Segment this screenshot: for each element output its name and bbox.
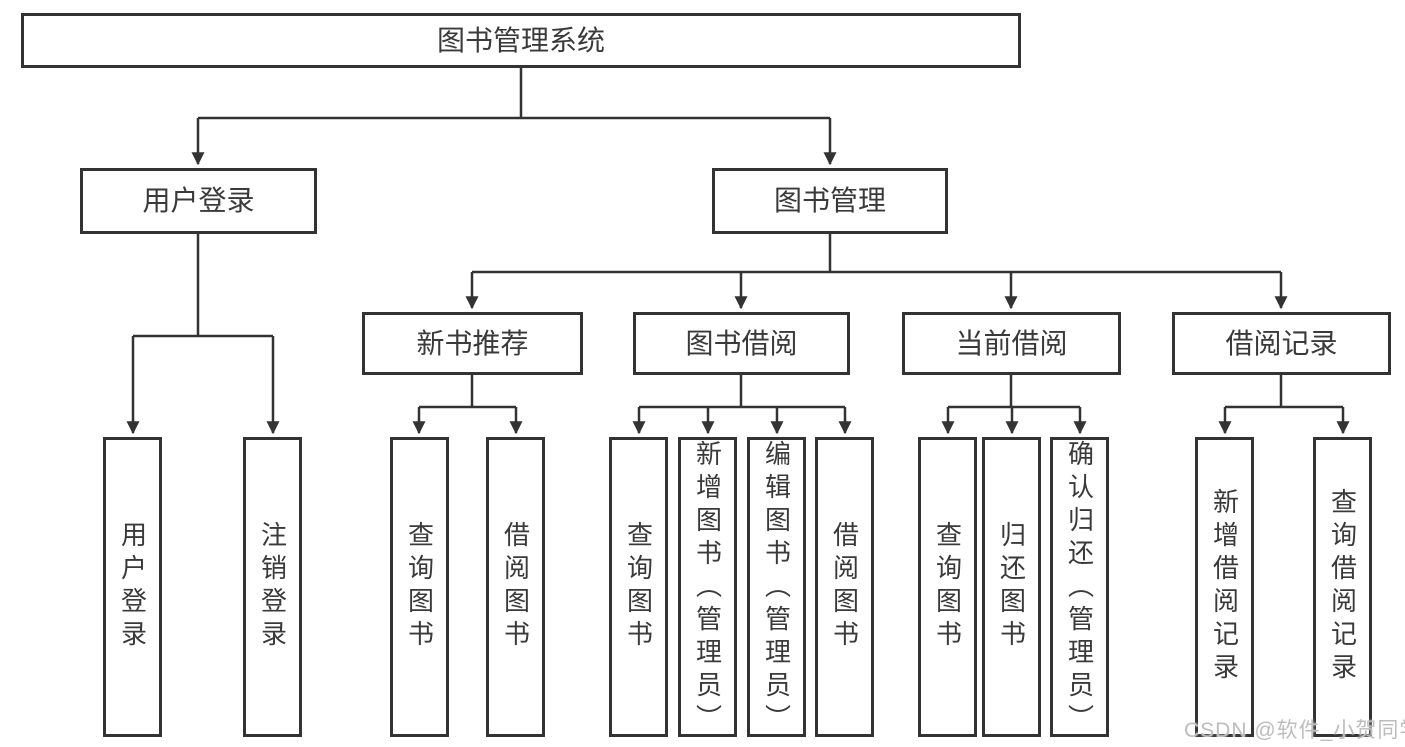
- leaf-user-login: 用户登录: [103, 437, 162, 737]
- node-user-login: 用户登录: [80, 168, 317, 234]
- leaf-query-books-borrowing: 查询图书: [609, 437, 668, 737]
- leaf-return-books: 归还图书: [982, 437, 1041, 737]
- node-current-borrowing: 当前借阅: [902, 312, 1121, 375]
- leaf-add-books-admin: 新增图书（管理员）: [678, 437, 737, 737]
- node-library-system: 图书管理系统: [21, 13, 1021, 68]
- node-borrowing-records: 借阅记录: [1172, 312, 1391, 375]
- node-book-management: 图书管理: [712, 168, 948, 234]
- leaf-query-books-recommend: 查询图书: [390, 437, 449, 737]
- leaf-edit-books-admin: 编辑图书（管理员）: [747, 437, 806, 737]
- node-book-borrowing: 图书借阅: [633, 312, 850, 375]
- leaf-query-borrow-record: 查询借阅记录: [1313, 437, 1372, 737]
- node-new-book-recommendation: 新书推荐: [362, 312, 583, 375]
- leaf-confirm-return-admin: 确认归还（管理员）: [1050, 437, 1109, 737]
- leaf-borrow-books-borrowing: 借阅图书: [815, 437, 874, 737]
- leaf-logout: 注销登录: [243, 437, 302, 737]
- leaf-query-books-current: 查询图书: [918, 437, 977, 737]
- watermark: CSDN @软件_小贺同学: [1184, 719, 1405, 742]
- leaf-add-borrow-record: 新增借阅记录: [1195, 437, 1254, 737]
- leaf-borrow-books-recommend: 借阅图书: [486, 437, 545, 737]
